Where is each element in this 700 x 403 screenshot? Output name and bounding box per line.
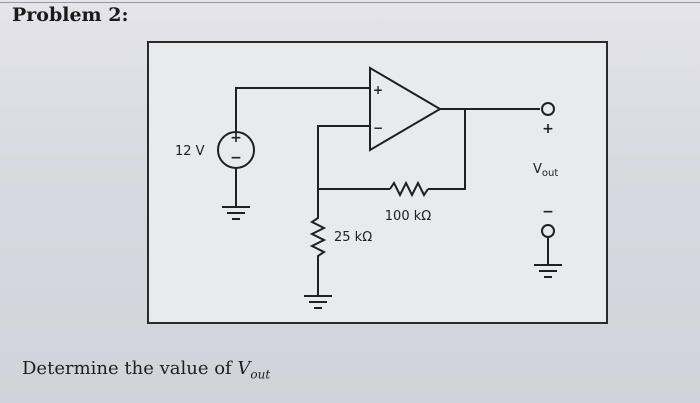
voltage-source-icon	[217, 131, 255, 169]
wire-feedback-to-output	[428, 109, 466, 190]
wire-source-to-noninverting	[235, 87, 370, 132]
source-minus-sign: −	[230, 150, 242, 166]
ground-icon	[222, 206, 250, 220]
output-label-sub: out	[542, 168, 558, 179]
ground-resistor-symbol	[309, 189, 327, 296]
output-minus-sign: −	[542, 204, 554, 220]
problem-title: Problem 2:	[12, 4, 129, 26]
source-plus-sign: +	[230, 130, 242, 146]
opamp-minus-sign: −	[373, 121, 383, 135]
feedback-resistor-label: 100 kΩ	[385, 209, 431, 224]
opamp-plus-sign: +	[373, 83, 383, 97]
wire-inverting-input	[317, 125, 370, 189]
question-text: Determine the value of Vout	[22, 358, 270, 382]
paper-edge	[0, 2, 700, 3]
output-terminal-minus	[541, 224, 555, 238]
output-terminal-plus	[541, 102, 555, 116]
ground-icon	[534, 264, 562, 278]
question-prefix: Determine the value of	[22, 358, 238, 379]
question-variable: V	[237, 358, 251, 379]
output-label-main: V	[533, 162, 542, 177]
ground-resistor-label: 25 kΩ	[334, 230, 372, 245]
question-variable-subscript: out	[250, 367, 271, 382]
output-plus-sign: +	[542, 121, 554, 137]
output-voltage-label: Vout	[533, 162, 558, 179]
feedback-resistor-symbol	[389, 180, 429, 198]
opamp-symbol	[369, 66, 442, 152]
diagram-frame	[147, 41, 608, 324]
source-voltage-label: 12 V	[175, 144, 205, 159]
ground-icon	[304, 295, 332, 309]
